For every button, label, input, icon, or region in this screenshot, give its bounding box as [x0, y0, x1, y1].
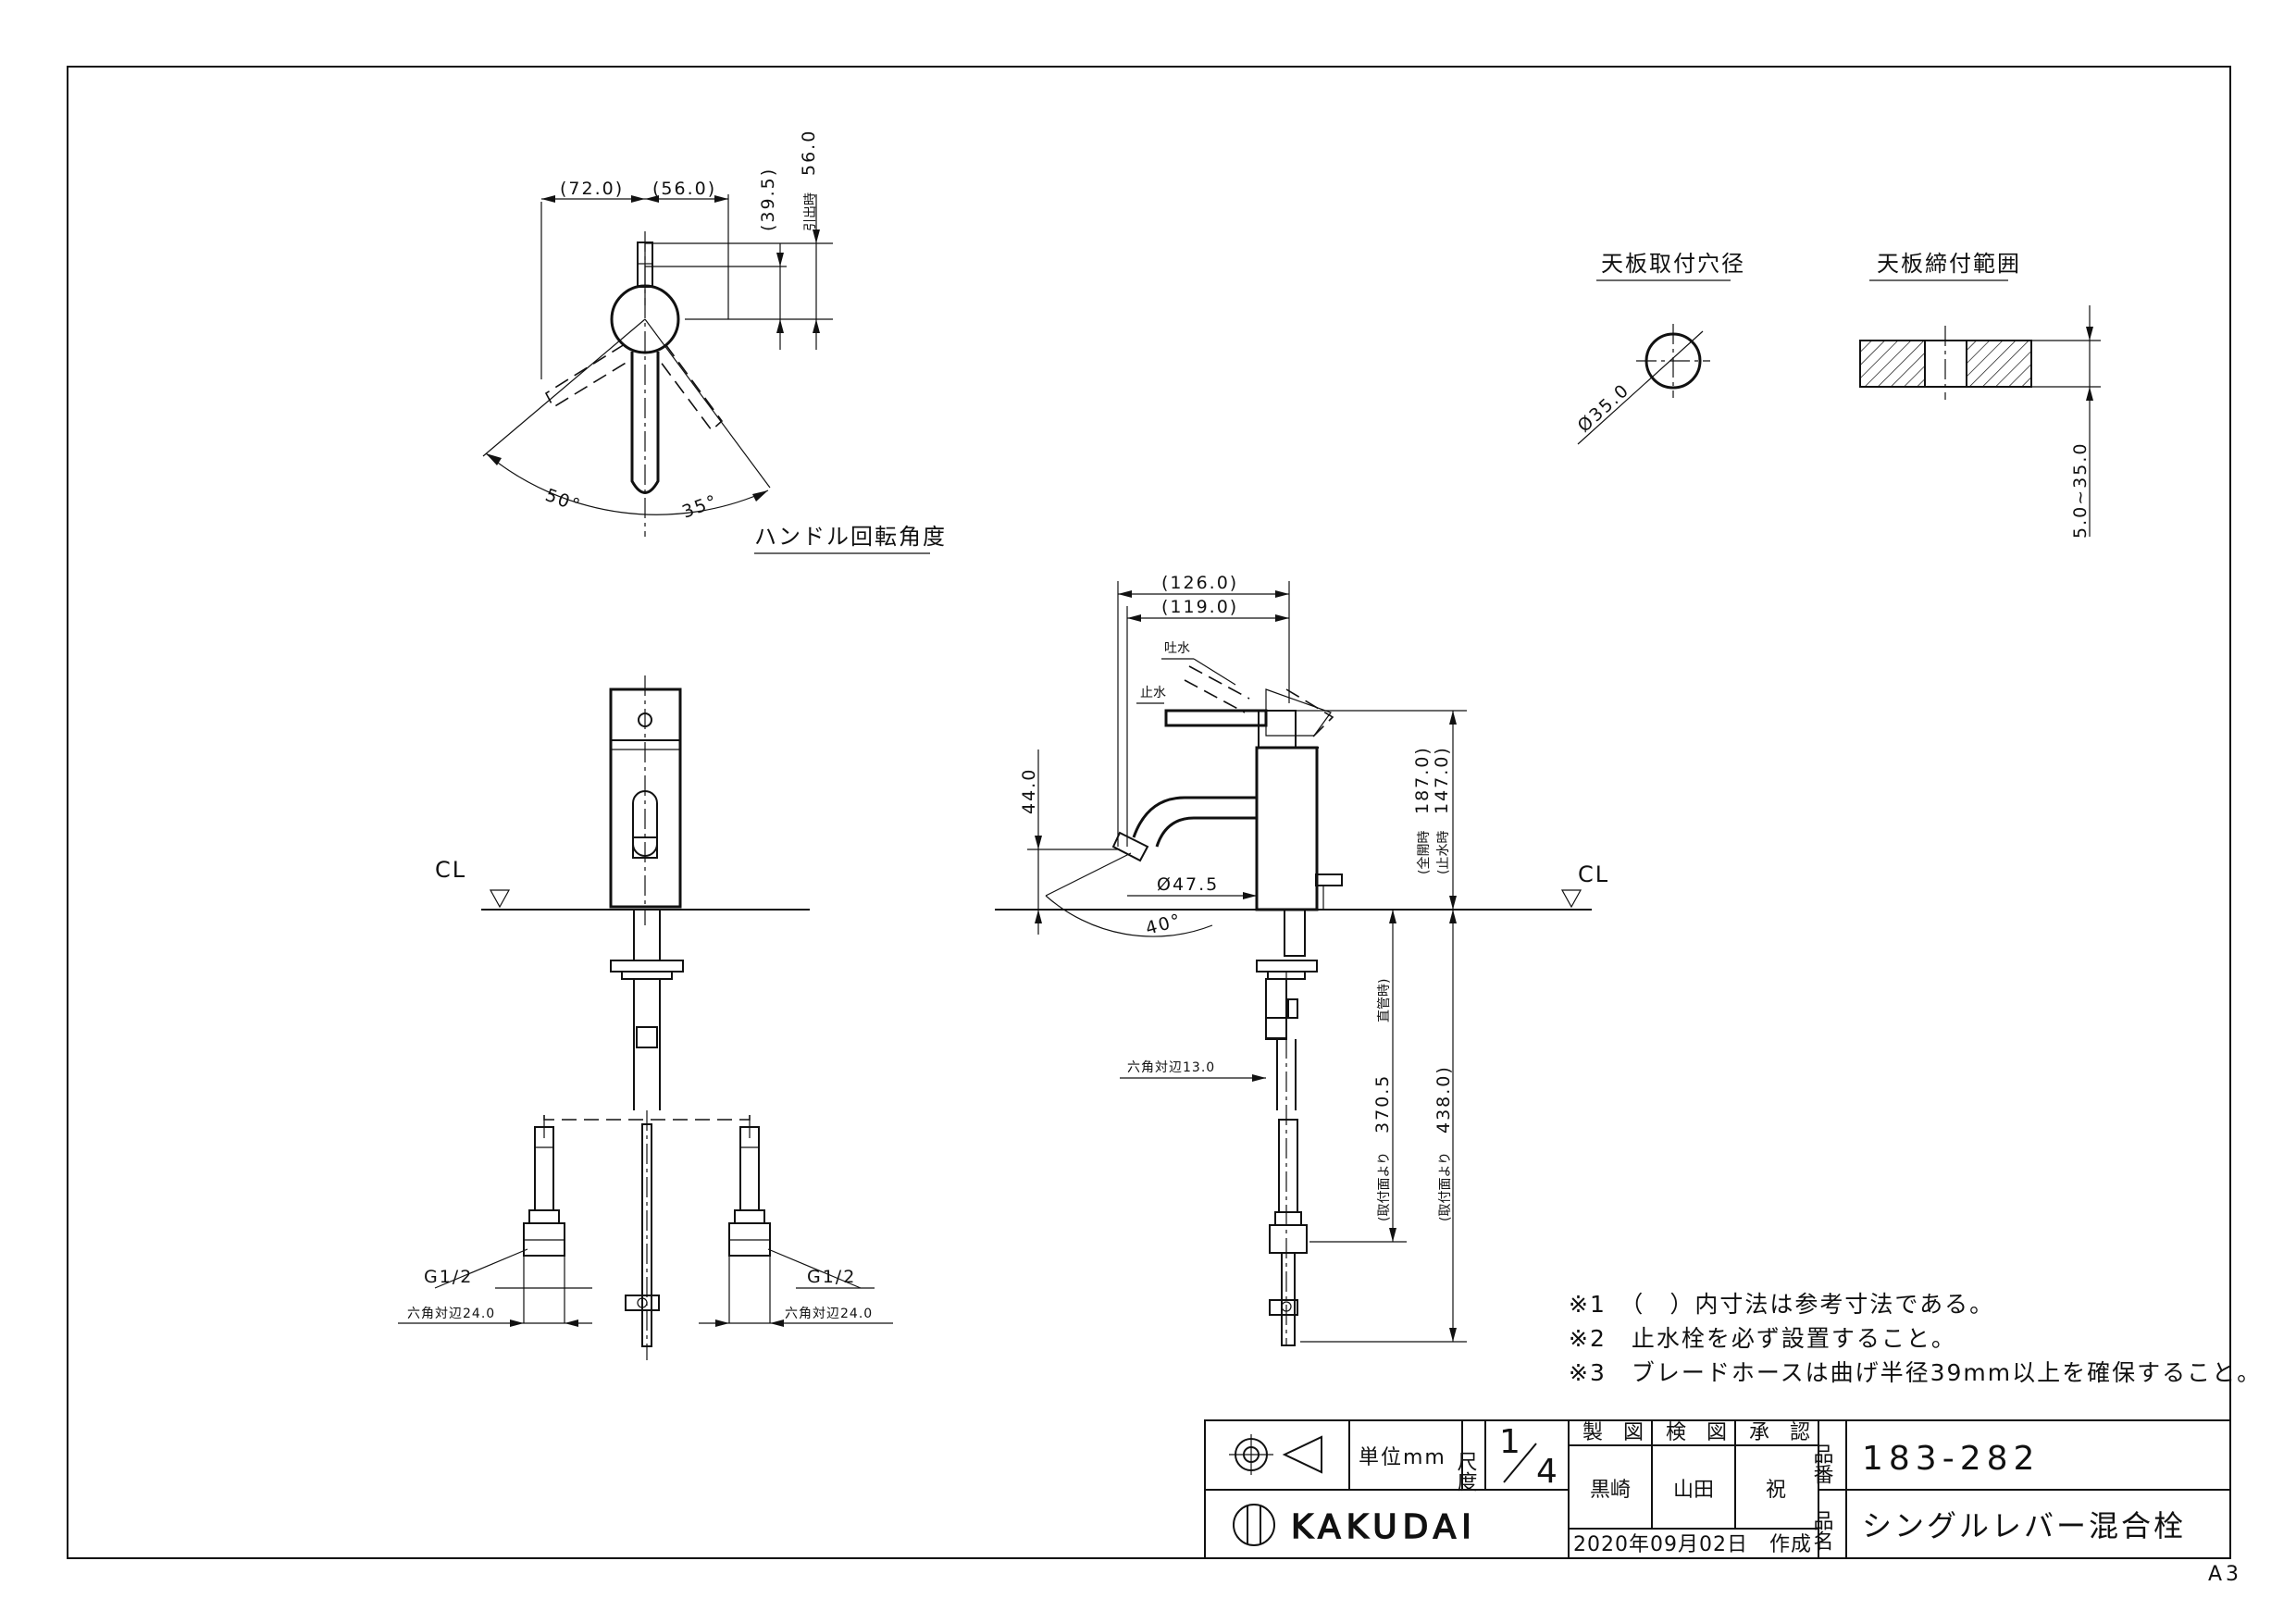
side-full-open-value: 187.0) [1412, 746, 1433, 814]
rot-dim-v2-value: 56.0 [799, 130, 819, 176]
side-full-open-prefix: (全開時 [1416, 831, 1432, 874]
role-name-approve: 祝 [1766, 1479, 1786, 1502]
side-label-stop: 止水 [1140, 686, 1166, 700]
hole-title: 天板取付穴径 [1601, 251, 1745, 277]
front-view: CL [398, 675, 893, 1360]
projection-symbol-icon [1229, 1434, 1322, 1475]
rot-angle-left: 50° [542, 485, 584, 516]
front-cl: CL [435, 857, 466, 883]
front-g-right: G1/2 [807, 1267, 856, 1287]
hole-dim: Ø35.0 [1574, 379, 1634, 436]
role-header-check: 検 図 [1666, 1421, 1727, 1444]
side-dim-dia: Ø47.5 [1157, 874, 1219, 895]
counter-view: 天板締付範囲 5.0~35.0 [1859, 251, 2101, 539]
rot-title: ハンドル回転角度 [754, 524, 947, 550]
rotation-view: (72.0) (56.0) (39.5) 引出時 56.0 50° 35° ハン… [482, 130, 947, 554]
side-dim-top2: (119.0) [1161, 597, 1238, 617]
note-3: ※3 ブレードホースは曲げ半径39mm以上を確保すること。 [1569, 1359, 2262, 1386]
scale-denominator: 4 [1536, 1453, 1563, 1491]
side-from-surface1-suffix: 直管時) [1376, 979, 1392, 1022]
role-name-draft: 黒崎 [1590, 1479, 1631, 1502]
side-dim-44: 44.0 [1019, 768, 1039, 814]
side-dim-top1: (126.0) [1161, 573, 1238, 593]
front-g-left: G1/2 [424, 1267, 473, 1287]
title-block: 単位mm 尺度 1 4 製 図 検 図 承 認 黒崎 山田 祝 2020年09月… [1204, 1419, 2231, 1559]
rot-dim-left: (72.0) [560, 179, 624, 199]
side-cl: CL [1578, 861, 1609, 887]
side-from-surface1-prefix: (取付面より [1377, 1152, 1392, 1221]
unit-label: 単位mm [1359, 1446, 1446, 1469]
side-label-spout: 吐水 [1164, 641, 1190, 656]
logo-text: KAKUDAI [1291, 1508, 1477, 1546]
notes: ※1 （ ）内寸法は参考寸法である。 ※2 止水栓を必ず設置すること。 ※3 ブ… [1569, 1291, 2262, 1386]
rot-dim-v2-prefix: 引出時 [803, 192, 818, 231]
product-no-label: 品番 [1810, 1443, 1834, 1484]
product-name-label: 品名 [1810, 1510, 1833, 1551]
hole-view: 天板取付穴径 Ø35.0 [1574, 251, 1745, 445]
role-header-approve: 承 認 [1749, 1421, 1810, 1444]
side-from-surface1-value: 370.5 [1372, 1074, 1393, 1134]
scale-numerator: 1 [1499, 1423, 1526, 1461]
side-stop-prefix: (止水時 [1436, 831, 1451, 874]
role-name-check: 山田 [1673, 1479, 1714, 1502]
side-from-surface2-value: 438.0) [1433, 1065, 1454, 1134]
counter-dim: 5.0~35.0 [2070, 442, 2091, 539]
note-2: ※2 止水栓を必ず設置すること。 [1569, 1325, 1956, 1352]
product-no: 183-282 [1862, 1440, 2040, 1478]
drawing-date: 2020年09月02日 作成 [1573, 1533, 1812, 1556]
note-1: ※1 （ ）内寸法は参考寸法である。 [1569, 1291, 1994, 1318]
kakudai-logo: KAKUDAI [1233, 1504, 1477, 1547]
front-hex-left: 六角対辺24.0 [407, 1307, 495, 1321]
side-from-surface2-prefix: (取付面より [1438, 1152, 1453, 1221]
product-name: シングルレバー混合栓 [1862, 1508, 2186, 1543]
side-hex13: 六角対辺13.0 [1127, 1060, 1215, 1075]
sheet-size-label: A3 [2208, 1563, 2242, 1586]
counter-title: 天板締付範囲 [1877, 251, 2021, 277]
rot-dim-v1: (39.5) [758, 167, 778, 231]
side-view: CL (126.0) (119.0) 吐水 止水 [995, 573, 1609, 1346]
side-stop-value: 147.0) [1432, 746, 1452, 814]
front-hex-right: 六角対辺24.0 [785, 1307, 873, 1321]
scale-label: 尺度 [1454, 1451, 1478, 1492]
sheet-border [67, 66, 2231, 1559]
rot-angle-right: 35° [679, 490, 721, 522]
rot-dim-right: (56.0) [652, 179, 716, 199]
role-header-draft: 製 図 [1582, 1421, 1644, 1444]
